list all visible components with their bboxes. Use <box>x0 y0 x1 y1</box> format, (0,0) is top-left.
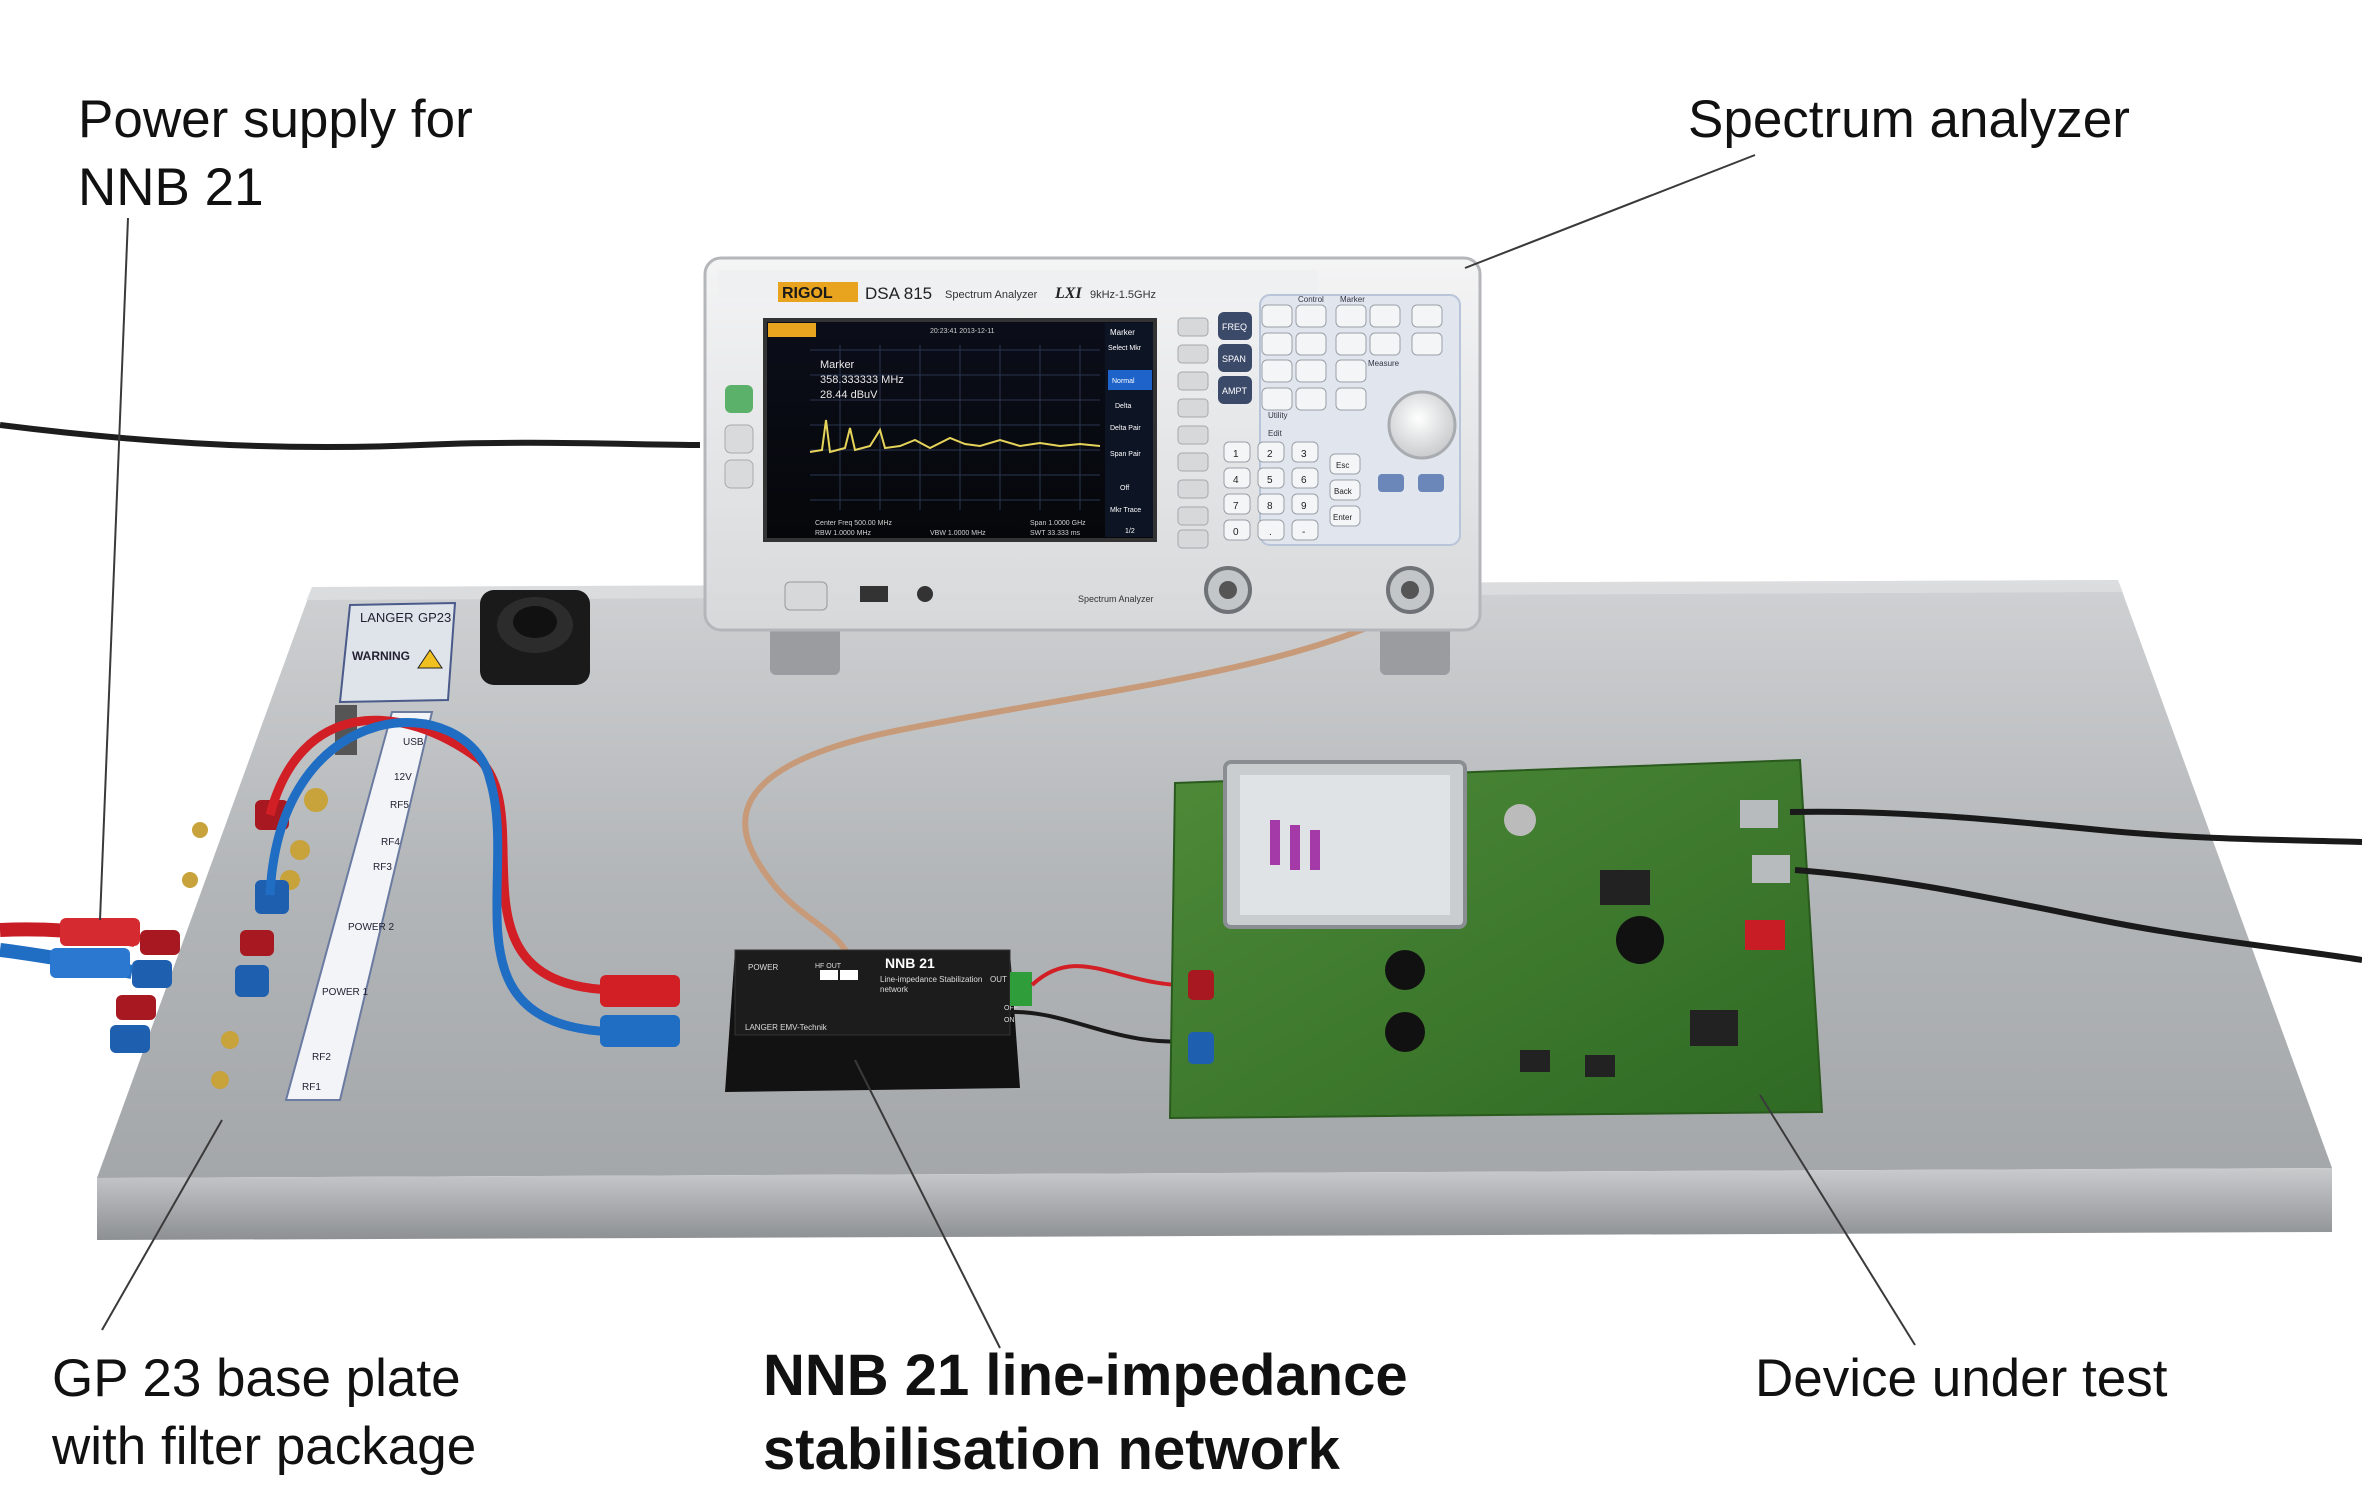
screen-menu-item-5: Off <box>1120 485 1129 492</box>
port-label-strip: USB 12V RF5 RF4 RF3 POWER 2 POWER 1 RF2 … <box>284 711 434 1101</box>
strip-label-12v: 12V <box>394 772 412 783</box>
keypad-enter: Enter <box>1333 513 1352 522</box>
lisn-out-label: OUT <box>990 975 1007 984</box>
screen-menu-item-0: Select Mkr <box>1108 345 1142 352</box>
keypad-3: 3 <box>1301 449 1307 460</box>
lisn-switch-off: OFF <box>1004 1005 1018 1012</box>
screen-menu-item-4: Span Pair <box>1110 451 1141 458</box>
screen-page: 1/2 <box>1125 528 1135 535</box>
plate-to-lisn-cables <box>265 715 680 1047</box>
gp23-brand: LANGER <box>360 610 413 625</box>
keypad-7: 7 <box>1233 501 1239 512</box>
label-lisn-line1: NNB 21 line-impedance <box>763 1343 1408 1408</box>
mains-cable <box>0 422 701 451</box>
group-marker: Marker <box>1340 295 1365 304</box>
keypad-1: 1 <box>1233 449 1239 460</box>
power-leads <box>0 918 140 979</box>
label-spectrum-analyzer: Spectrum analyzer <box>1688 90 2130 149</box>
keypad-0: 0 <box>1233 527 1239 538</box>
model-subtitle: Spectrum Analyzer <box>945 289 1038 301</box>
rigol-badge <box>778 282 858 302</box>
front-label: Spectrum Analyzer <box>1078 594 1154 604</box>
lisn-hf-label: HF OUT <box>815 963 842 970</box>
keypad-dot: . <box>1269 527 1272 538</box>
strip-label-rf1: RF1 <box>302 1082 321 1093</box>
keypad-4: 4 <box>1233 475 1239 486</box>
group-utility: Utility <box>1268 411 1288 420</box>
screen-rbw: RBW 1.0000 MHz <box>815 530 872 537</box>
screen-span: Span 1.0000 GHz <box>1030 520 1086 527</box>
shielded-socket <box>480 590 590 685</box>
strip-label-power2: POWER 2 <box>348 922 395 933</box>
keypad-2: 2 <box>1267 449 1273 460</box>
gp23-label-panel: LANGER GP23 WARNING <box>338 601 457 704</box>
lisn-switch-on: ON <box>1004 1017 1015 1024</box>
screen-swt: SWT 33.333 ms <box>1030 530 1081 537</box>
label-power-supply-line1: Power supply for <box>78 90 473 149</box>
keypad-5: 5 <box>1267 475 1273 486</box>
keypad-back: Back <box>1334 487 1353 496</box>
strip-label-rf2: RF2 <box>312 1052 331 1063</box>
screen-menu-item-1: Normal <box>1112 378 1135 385</box>
key-freq: FREQ <box>1222 322 1247 332</box>
coax-cable <box>742 602 1417 962</box>
strip-label-power1: POWER 1 <box>322 987 369 998</box>
lisn-in-label: POWER <box>748 963 778 972</box>
strip-label-rf5: RF5 <box>390 800 409 811</box>
lisn-brand: LANGER EMV-Technik <box>745 1023 828 1032</box>
keypad-6: 6 <box>1301 475 1307 486</box>
strip-label-rf4: RF4 <box>381 837 400 848</box>
usb-cable-1 <box>1789 808 2362 845</box>
device-under-test <box>1168 758 1824 1120</box>
usb-cable-2 <box>1794 867 2362 963</box>
key-ampt: AMPT <box>1222 386 1248 396</box>
screen-timestamp: 20:23:41 2013-12-11 <box>930 328 995 335</box>
screen-center-freq: Center Freq 500.00 MHz <box>815 520 893 527</box>
screen-marker-level: 28.44 dBuV <box>820 389 878 401</box>
screen-menu-item-2: Delta <box>1115 403 1131 410</box>
label-lisn-line2: stabilisation network <box>763 1417 1340 1482</box>
lisn-subtitle: Line-impedance Stabilization <box>880 975 982 984</box>
group-measure: Measure <box>1368 359 1400 368</box>
spectrum-trace <box>809 419 1101 454</box>
group-edit: Edit <box>1268 429 1283 438</box>
rotary-knob <box>1387 390 1457 460</box>
strip-label-usb: USB <box>403 737 424 748</box>
label-base-plate-line1: GP 23 base plate <box>52 1349 461 1408</box>
lxi-logo: LXI <box>1054 285 1082 302</box>
keypad-8: 8 <box>1267 501 1273 512</box>
screen-vbw: VBW 1.0000 MHz <box>930 530 986 537</box>
label-power-supply-line2: NNB 21 <box>78 158 264 217</box>
label-device-under-test: Device under test <box>1755 1349 2168 1408</box>
gp23-model: GP23 <box>418 610 451 625</box>
screen-marker-title: Marker <box>820 359 855 371</box>
key-span: SPAN <box>1222 354 1246 364</box>
group-control: Control <box>1298 295 1324 304</box>
rigol-brand: RIGOL <box>782 285 833 302</box>
screen-menu-item-6: Mkr Trace <box>1110 507 1141 514</box>
label-base-plate-line2: with filter package <box>52 1417 477 1476</box>
screen-menu-title: Marker <box>1110 328 1135 337</box>
lisn-nnb21: NNB 21 Line-impedance Stabilization netw… <box>725 949 1032 1092</box>
gp23-warning: WARNING <box>352 649 410 663</box>
keypad-esc: Esc <box>1336 461 1349 470</box>
spectrum-analyzer: RIGOL DSA 815 Spectrum Analyzer LXI 9kHz… <box>703 256 1482 675</box>
screen-menu-item-3: Delta Pair <box>1110 425 1141 432</box>
freq-range: 9kHz-1.5GHz <box>1090 289 1156 301</box>
keypad-minus: - <box>1302 527 1305 538</box>
lisn-subtitle-2: network <box>880 985 909 994</box>
leader-lines <box>99 154 1916 1349</box>
strip-label-rf3: RF3 <box>373 862 392 873</box>
lisn-title: NNB 21 <box>885 955 935 971</box>
keypad-9: 9 <box>1301 501 1307 512</box>
model-name: DSA 815 <box>865 284 932 303</box>
screen-marker-freq: 358.333333 MHz <box>820 374 904 386</box>
